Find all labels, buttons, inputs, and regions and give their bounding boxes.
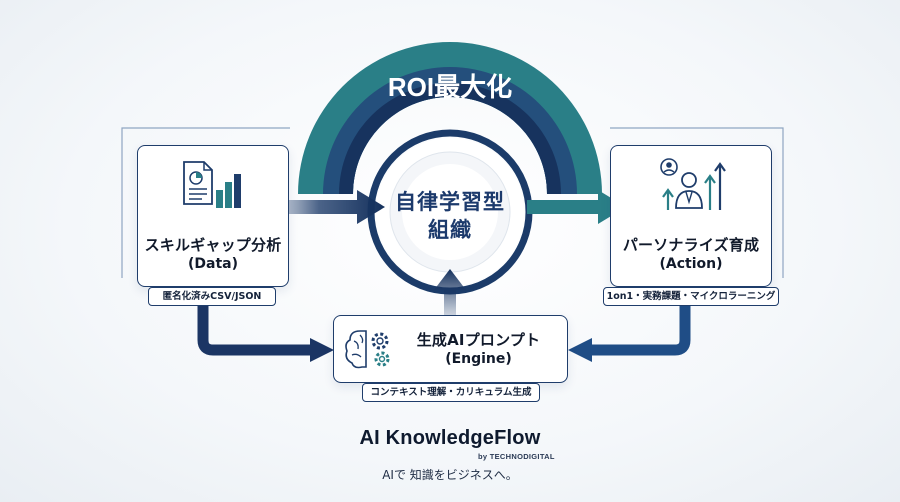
personalized-training-subtitle: (Action) [659,256,723,272]
data-to-hub-arrow [265,190,385,224]
roi-arc-label: ROI最大化 [388,72,512,102]
genai-prompt-subtitle: (Engine) [445,351,512,367]
genai-prompt-tag: コンテキスト理解・カリキュラム生成 [362,383,540,402]
genai-prompt-title: 生成AIプロンプト [416,331,541,349]
action-to-engine-arrow [590,302,691,356]
hub-to-action-arrow [527,190,626,224]
brand-byline: by TECHNODIGITAL [478,452,555,461]
personalized-training-title: パーソナライズ育成 [622,236,760,254]
skill-gap-data-tag: 匿名化済みCSV/JSON [148,287,276,306]
hub-label-line2: 組織 [428,218,472,242]
data-to-engine-arrow [197,302,312,356]
document-chart-icon [183,161,241,208]
brand-name: AI KnowledgeFlow [359,427,541,449]
personalized-training-box: パーソナライズ育成 (Action) [610,145,772,287]
brand-tagline: AIで 知識をビジネスへ。 [382,468,518,482]
genai-prompt-box: 生成AIプロンプト (Engine) [333,315,568,383]
skill-gap-subtitle: (Data) [187,256,238,272]
hub-label: 自律学習型 組織 [376,186,524,246]
personalized-training-tag: 1on1・実務課題・マイクロラーニング [603,287,779,306]
roi-arc-middle [323,67,577,194]
skill-gap-title: スキルギャップ分析 [144,236,282,254]
person-growth-icon [660,158,726,210]
engine-to-hub-arrow [434,269,466,318]
roi-arc-inner [339,83,561,194]
roi-arc-outer [298,42,602,195]
outer-bracket-lines [121,127,784,278]
brain-gear-icon [345,330,390,369]
hub-label-line1: 自律学習型 [395,190,505,214]
skill-gap-analysis-box: スキルギャップ分析 (Data) [137,145,289,287]
